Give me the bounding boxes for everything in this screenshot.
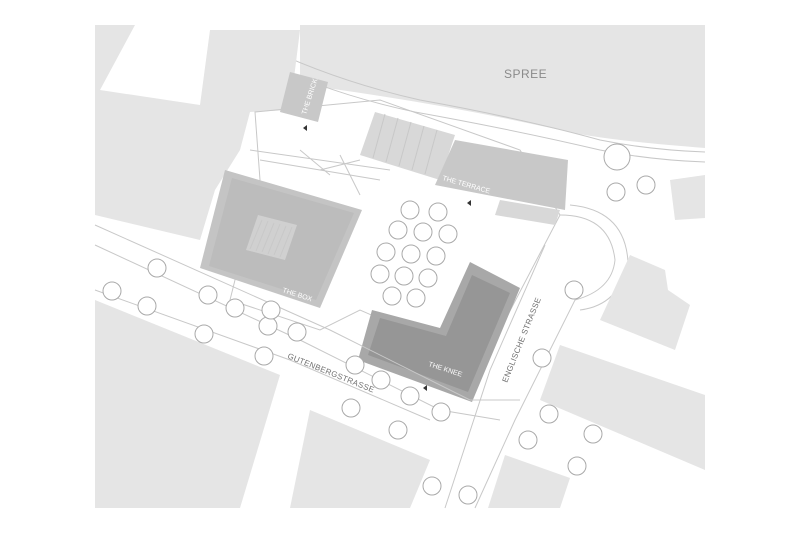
label-spree: SPREE [504,67,547,81]
entrance-arrow-brick [303,125,307,131]
plaza-tree-grid [370,200,458,308]
context-block-right-lower [540,345,705,470]
entrance-arrow-knee [423,385,427,391]
building-the-knee [358,262,520,402]
context-block-right-mid [600,255,690,350]
context-block-lower-left [95,300,280,508]
spree-river [300,25,705,148]
gutenbergstrasse-road-2 [94,244,501,421]
building-the-box [200,170,362,308]
context-block-lower-center [290,410,430,508]
bridge-structure [249,149,391,196]
context-block-right-upper [670,175,705,220]
englische-strasse-road-2 [444,244,546,509]
gutenbergstrasse-sidewalk [94,289,431,421]
entrance-arrow-terrace [467,200,471,206]
context-block-lower-right [488,455,570,508]
building-the-terrace [360,112,568,225]
river-bank-line [249,39,706,153]
englische-strasse-road [474,214,616,509]
gutenbergstrasse-road [94,224,520,401]
building-the-brick [280,72,328,122]
context-block-upper-left-b [95,100,240,240]
street-trees [102,143,656,505]
